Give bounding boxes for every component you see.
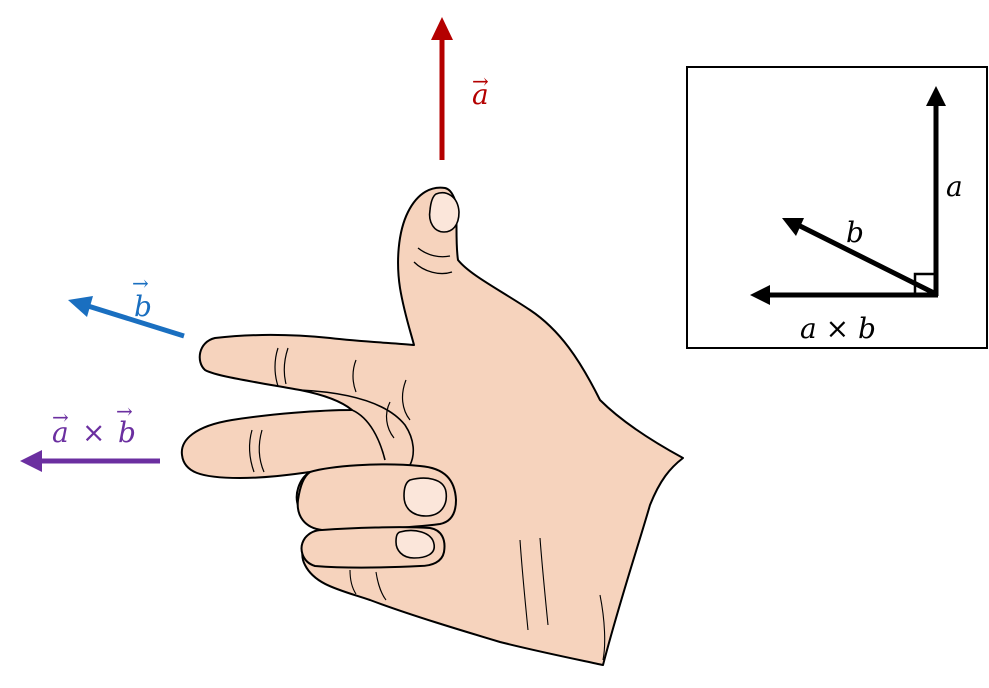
- vector-a-label: a: [472, 78, 489, 111]
- vector-cross-operator: ×: [82, 416, 105, 449]
- right-angle-icon: [913, 272, 937, 296]
- vector-a-arrow-mark: →: [472, 69, 489, 93]
- index-finger-edge: [351, 409, 386, 461]
- inset-frame: [686, 66, 988, 349]
- inset-arrow-a: [926, 86, 946, 296]
- inset-arrow-cross: [750, 285, 938, 305]
- inset-arrow-b: [782, 218, 938, 297]
- thumb-nail: [428, 192, 460, 233]
- inset-label-b: b: [846, 216, 864, 249]
- vector-cross-b-arrow-mark: →: [116, 399, 133, 423]
- hand-icon: [180, 186, 684, 666]
- ring-finger-nail: [403, 477, 448, 517]
- inset-diagram: a b a × b: [686, 66, 988, 349]
- vector-cross-b-label: b: [118, 416, 136, 449]
- vector-b-label: b: [134, 290, 152, 323]
- vector-cross-arrow: [20, 450, 160, 472]
- vector-b-arrow: [68, 296, 185, 339]
- hand-palm: [180, 186, 684, 666]
- inset-label-cross: a × b: [800, 312, 876, 345]
- vector-cross-a-arrow-mark: →: [52, 405, 69, 429]
- little-finger-nail: [395, 529, 436, 559]
- inset-label-a: a: [946, 170, 963, 203]
- vector-b-arrow-mark: →: [132, 271, 149, 295]
- vector-a-arrow: [431, 17, 453, 160]
- vector-cross-a-label: a: [52, 416, 69, 449]
